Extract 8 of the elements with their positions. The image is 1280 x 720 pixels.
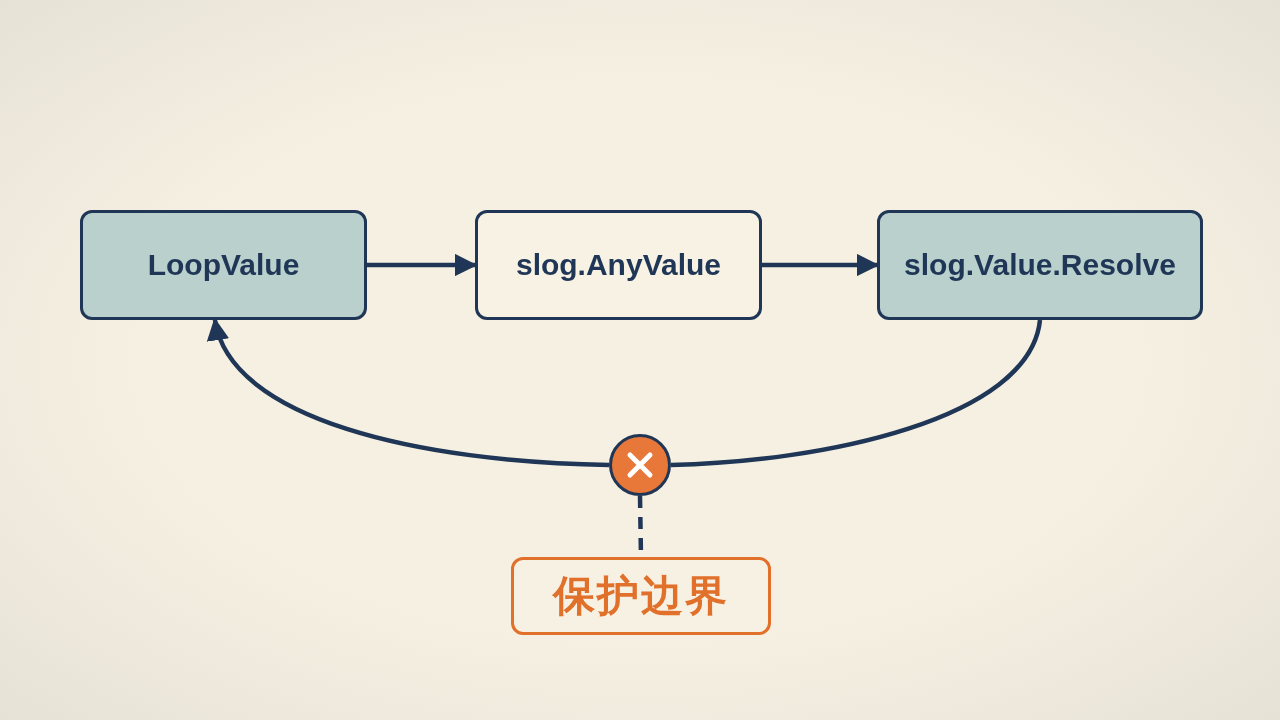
process-box xyxy=(877,210,1203,320)
process-box xyxy=(511,557,771,635)
box-label: LoopValue xyxy=(147,248,300,282)
box-label: 保护边界 xyxy=(553,571,729,621)
process-box xyxy=(475,210,762,320)
box-label: slog.Value.Resolve xyxy=(904,248,1176,282)
box-label: slog.AnyValue xyxy=(515,248,722,282)
process-box xyxy=(80,210,367,320)
